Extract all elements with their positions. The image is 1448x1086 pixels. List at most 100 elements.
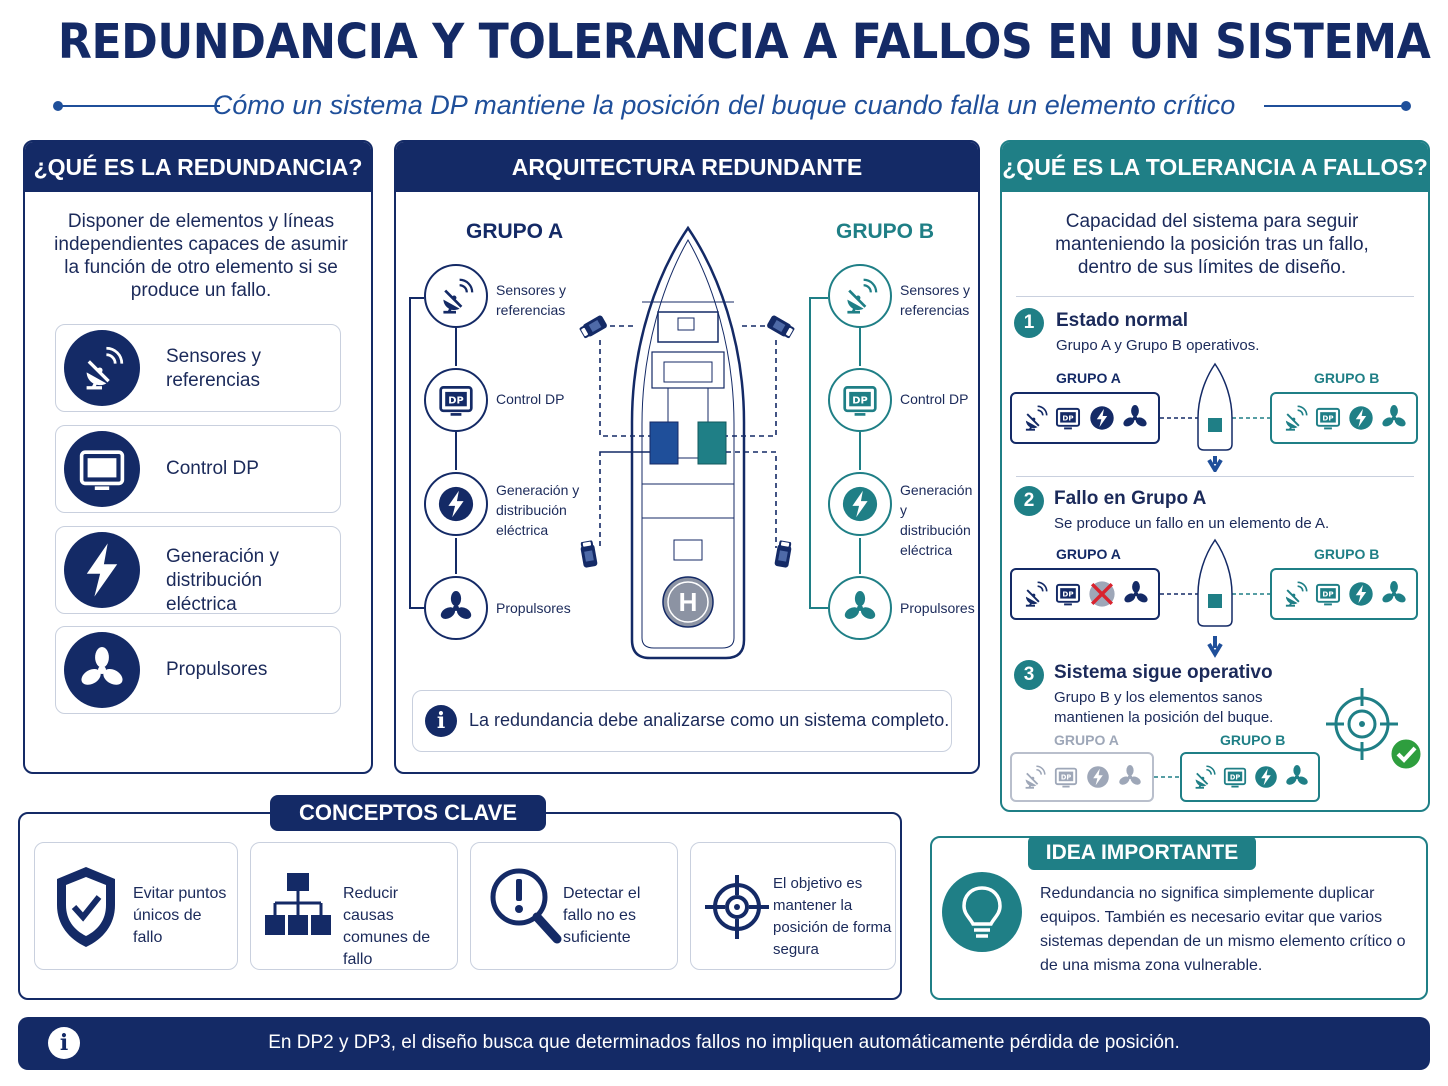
propeller-icon bbox=[1118, 765, 1142, 789]
step-2-title: Fallo en Grupo A bbox=[1054, 488, 1207, 509]
thruster-b-aft-icon bbox=[773, 539, 794, 570]
lightning-icon bbox=[1086, 765, 1110, 789]
thruster-a-fwd-icon bbox=[577, 313, 610, 341]
group-b-sensors bbox=[828, 264, 892, 328]
satellite-dish-icon bbox=[64, 330, 140, 406]
dp-monitor-icon bbox=[1315, 405, 1341, 431]
divider bbox=[1016, 476, 1414, 477]
concept-card: Detectar el fallo no es suficiente bbox=[470, 842, 678, 970]
concept-text: Reducir causas comunes de fallo bbox=[343, 885, 431, 968]
step-3-link bbox=[1154, 776, 1182, 778]
group-a-control bbox=[424, 368, 488, 432]
concept-text: Evitar puntos únicos de fallo bbox=[133, 885, 227, 946]
satellite-dish-icon bbox=[1282, 581, 1308, 607]
step-3-title: Sistema sigue operativo bbox=[1054, 662, 1273, 683]
propeller-icon bbox=[64, 632, 140, 708]
step-2-group-a-label: GRUPO A bbox=[1056, 546, 1121, 562]
step-1-ship-icon bbox=[1160, 362, 1270, 472]
group-b-label: GRUPO B bbox=[836, 220, 935, 243]
dp-monitor-icon bbox=[438, 382, 474, 418]
concept-card: El objetivo es mantener la posición de f… bbox=[690, 842, 896, 970]
step-2-group-b-label: GRUPO B bbox=[1314, 546, 1380, 562]
group-b-control-label: Control DP bbox=[900, 391, 969, 407]
hierarchy-icon bbox=[265, 873, 331, 935]
satellite-dish-icon bbox=[1022, 581, 1048, 607]
dp-monitor-icon bbox=[1315, 581, 1341, 607]
info-icon: i bbox=[425, 705, 457, 737]
lightning-icon bbox=[1348, 405, 1374, 431]
propeller-icon bbox=[1122, 405, 1148, 431]
group-a-thrusters-label: Propulsores bbox=[496, 600, 571, 616]
lightning-icon bbox=[1089, 405, 1115, 431]
redundancy-panel-title: ¿QUÉ ES LA REDUNDANCIA? bbox=[25, 142, 371, 192]
architecture-panel-title: ARQUITECTURA REDUNDANTE bbox=[396, 142, 978, 192]
redundancy-item-label: Sensores y referencias bbox=[166, 346, 262, 391]
step-1-number: 1 bbox=[1014, 308, 1044, 338]
concept-text: El objetivo es mantener la posición de f… bbox=[773, 875, 892, 958]
satellite-dish-icon bbox=[842, 278, 878, 314]
subtitle-decoration bbox=[53, 101, 1411, 111]
fault-tolerance-panel-title: ¿QUÉ ES LA TOLERANCIA A FALLOS? bbox=[1002, 142, 1428, 192]
group-a-sensors-label: Sensores y referencias bbox=[496, 282, 567, 318]
step-3-text: Grupo B y los elementos sanos mantienen … bbox=[1054, 689, 1274, 726]
group-b-sensors-label: Sensores y referencias bbox=[900, 282, 971, 318]
dp-monitor-icon bbox=[1223, 765, 1247, 789]
thruster-a-aft-icon bbox=[578, 539, 599, 570]
satellite-dish-icon bbox=[1022, 405, 1048, 431]
dp-monitor-icon bbox=[842, 382, 878, 418]
concept-text: Detectar el fallo no es suficiente bbox=[563, 885, 641, 946]
redundancy-item-label: Propulsores bbox=[166, 659, 268, 680]
group-a-label: GRUPO A bbox=[466, 220, 564, 243]
step-1-group-a-label: GRUPO A bbox=[1056, 370, 1121, 386]
dp-monitor-icon bbox=[64, 431, 140, 507]
redundancy-item-label: Control DP bbox=[166, 458, 259, 479]
propeller-icon bbox=[1381, 581, 1407, 607]
lightning-icon bbox=[437, 485, 475, 523]
step-1-group-b-label: GRUPO B bbox=[1314, 370, 1380, 386]
group-b-thrusters-label: Propulsores bbox=[900, 600, 975, 616]
shield-check-icon bbox=[57, 867, 115, 947]
step-2-group-b bbox=[1270, 568, 1418, 620]
redundancy-item-sensors: Sensores y referencias bbox=[55, 324, 341, 412]
redundancy-description: Disponer de elementos y líneas independi… bbox=[54, 211, 348, 301]
step-2-group-a bbox=[1010, 568, 1160, 620]
idea-text: Redundancia no significa simplemente dup… bbox=[1040, 885, 1406, 974]
redundancy-item-label: Generación y distribución eléctrica bbox=[166, 546, 280, 615]
group-b-power-label: Generación y distribución eléctrica bbox=[900, 482, 973, 558]
target-check-icon bbox=[1326, 688, 1424, 772]
group-a-thrusters bbox=[424, 576, 488, 640]
concepts-title: CONCEPTOS CLAVE bbox=[270, 795, 546, 831]
main-title: REDUNDANCIA Y TOLERANCIA A FALLOS EN UN … bbox=[57, 14, 1448, 70]
lightning-icon bbox=[1348, 581, 1374, 607]
subtitle: Cómo un sistema DP mantiene la posición … bbox=[212, 90, 1236, 120]
dp-monitor-icon bbox=[1055, 581, 1081, 607]
lightning-icon bbox=[64, 532, 140, 608]
propeller-icon bbox=[843, 591, 877, 625]
satellite-dish-icon bbox=[438, 278, 474, 314]
lightbulb-icon bbox=[942, 872, 1022, 952]
architecture-note: i La redundancia debe analizarse como un… bbox=[412, 690, 952, 752]
group-b-thrusters bbox=[828, 576, 892, 640]
propeller-icon bbox=[1381, 405, 1407, 431]
step-2-number: 2 bbox=[1014, 486, 1044, 516]
step-2-ship-icon bbox=[1160, 538, 1270, 658]
footer-text: En DP2 y DP3, el diseño busca que determ… bbox=[268, 1032, 1180, 1053]
fault-tolerance-description: Capacidad del sistema para seguir manten… bbox=[1055, 211, 1369, 278]
step-2-text: Se produce un fallo en un elemento de A. bbox=[1054, 515, 1330, 532]
footer-banner: i En DP2 y DP3, el diseño busca que dete… bbox=[18, 1017, 1430, 1070]
step-3-group-a-label: GRUPO A bbox=[1054, 732, 1119, 748]
step-1-title: Estado normal bbox=[1056, 310, 1188, 331]
step-1-group-a bbox=[1010, 392, 1160, 444]
satellite-dish-icon bbox=[1192, 765, 1216, 789]
propeller-icon bbox=[1285, 765, 1309, 789]
propeller-icon bbox=[1123, 581, 1149, 607]
group-a-sensors bbox=[424, 264, 488, 328]
propeller-icon bbox=[439, 591, 473, 625]
step-3-number: 3 bbox=[1014, 660, 1044, 690]
info-icon: i bbox=[48, 1027, 80, 1059]
failed-lightning-icon bbox=[1088, 581, 1115, 607]
group-a-control-label: Control DP bbox=[496, 391, 565, 407]
step-3-group-b bbox=[1180, 752, 1320, 802]
satellite-dish-icon bbox=[1282, 405, 1308, 431]
step-1-group-b bbox=[1270, 392, 1418, 444]
